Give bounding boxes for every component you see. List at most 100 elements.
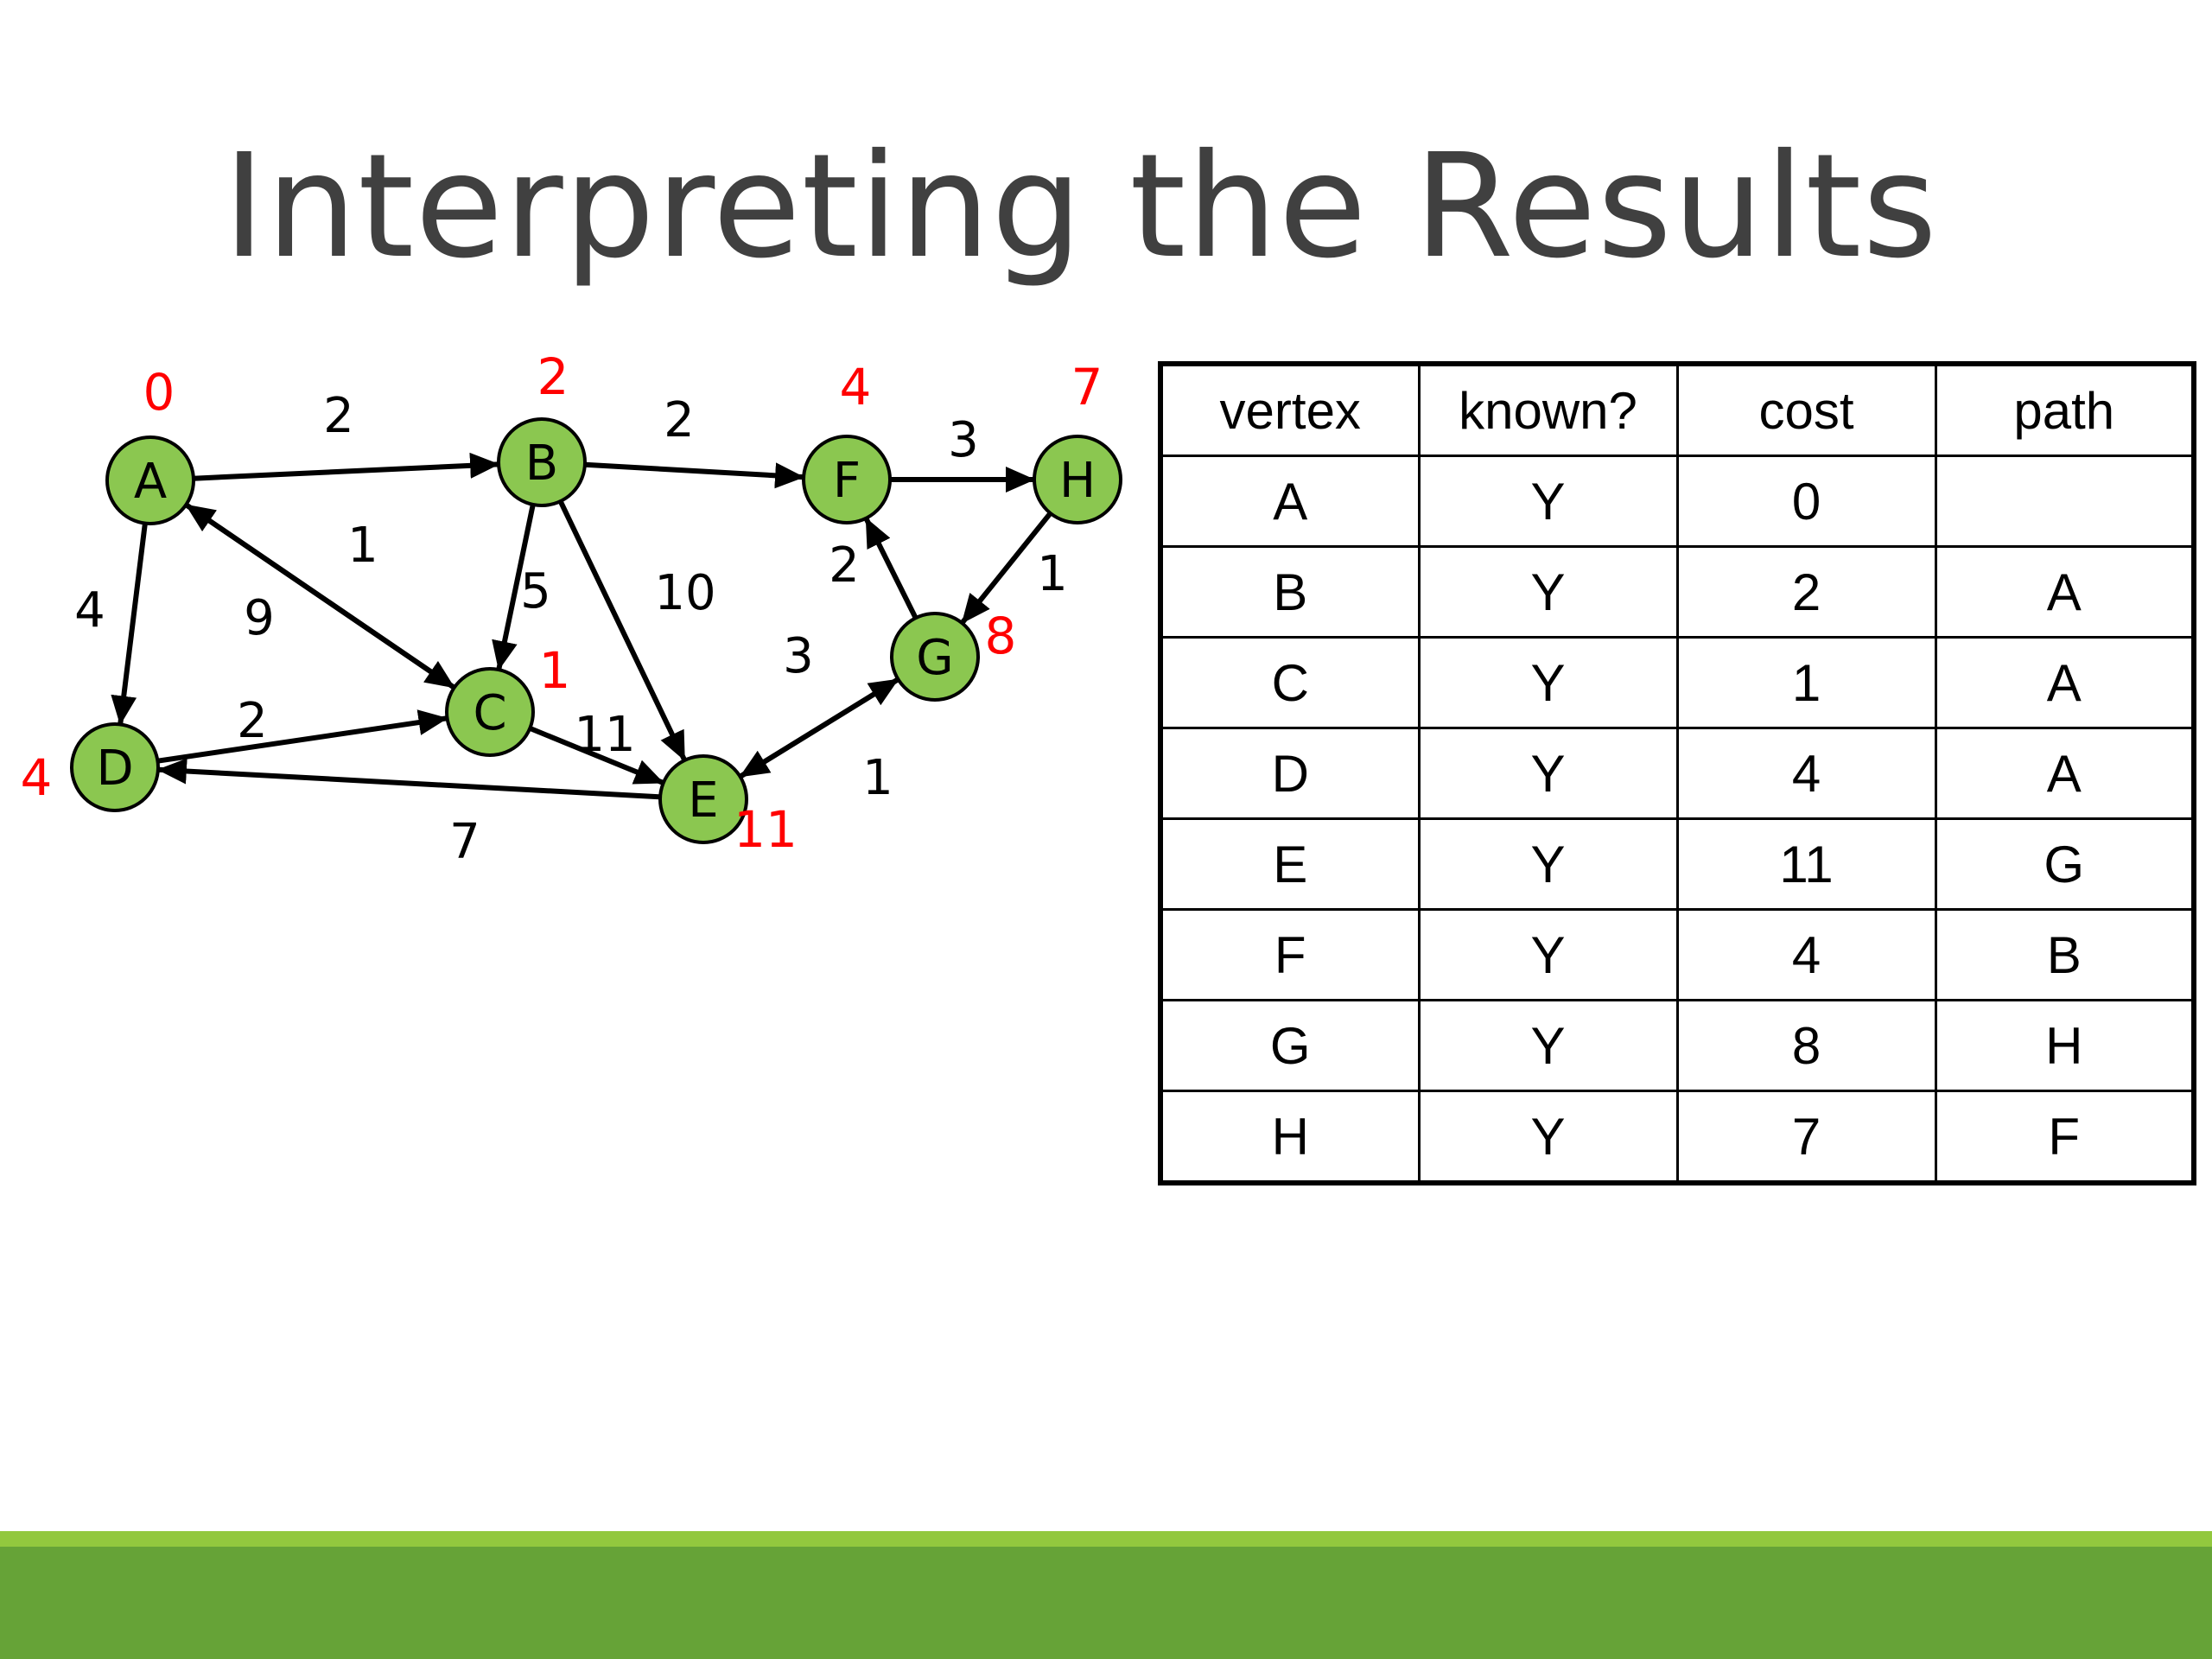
results-table: vertex known? cost path A Y 0 B Y 2 A C … bbox=[1158, 361, 2196, 1185]
edge-b-e bbox=[557, 499, 687, 761]
table-row: F Y 4 B bbox=[1159, 908, 2196, 1001]
node-label: G bbox=[916, 630, 953, 686]
edge-a-d bbox=[111, 523, 148, 726]
cell-known: Y bbox=[1417, 999, 1679, 1092]
cell-path bbox=[1934, 454, 2196, 548]
node-cost-label: 2 bbox=[537, 347, 569, 406]
node-circle bbox=[105, 435, 195, 525]
node-cost-label: 4 bbox=[21, 748, 53, 807]
cell-path: F bbox=[1934, 1090, 2196, 1185]
edge-b-f bbox=[584, 461, 805, 489]
edge-weight-label: 1 bbox=[347, 518, 378, 574]
edge-d-c bbox=[157, 709, 448, 764]
node-cost-label: 7 bbox=[1071, 358, 1103, 416]
node-cost-label: 1 bbox=[539, 641, 571, 700]
edge-weight-label: 2 bbox=[237, 693, 268, 749]
cell-known: Y bbox=[1417, 817, 1679, 911]
footer-accent-stripe bbox=[0, 1531, 2212, 1547]
header-known: known? bbox=[1417, 362, 1679, 457]
table-row: H Y 7 F bbox=[1159, 1090, 2196, 1185]
node-cost-label: 4 bbox=[840, 358, 872, 416]
node-circle bbox=[1033, 435, 1122, 524]
node-label: B bbox=[525, 435, 558, 492]
edge-e-d bbox=[156, 758, 661, 800]
node-cost-label: 0 bbox=[143, 363, 175, 422]
node-c: C1 bbox=[445, 641, 571, 757]
node-circle bbox=[445, 667, 535, 757]
edge-weight-label: 11 bbox=[574, 707, 635, 763]
node-b: B2 bbox=[497, 347, 587, 507]
cell-cost: 2 bbox=[1675, 545, 1937, 639]
edge-weight-label: 9 bbox=[244, 590, 275, 646]
cell-known: Y bbox=[1417, 454, 1679, 548]
node-label: C bbox=[473, 685, 506, 741]
cell-vertex: B bbox=[1159, 545, 1421, 639]
node-circle bbox=[658, 754, 748, 844]
header-path: path bbox=[1934, 362, 2196, 457]
cell-path: G bbox=[1934, 817, 2196, 911]
node-cost-label: 11 bbox=[734, 800, 798, 859]
cell-cost: 4 bbox=[1675, 727, 1937, 820]
node-label: E bbox=[688, 772, 718, 829]
cell-known: Y bbox=[1417, 908, 1679, 1001]
edge-h-g bbox=[960, 512, 1052, 625]
footer-bar bbox=[0, 1547, 2212, 1659]
edge-weight-label: 10 bbox=[654, 565, 715, 621]
node-d: D4 bbox=[21, 722, 160, 812]
header-cost: cost bbox=[1675, 362, 1937, 457]
table-row: C Y 1 A bbox=[1159, 636, 2196, 729]
table-row: E Y 11 G bbox=[1159, 817, 2196, 911]
node-circle bbox=[497, 417, 587, 507]
cell-path: A bbox=[1934, 545, 2196, 639]
edge-c-a bbox=[185, 503, 456, 690]
cell-cost: 11 bbox=[1675, 817, 1937, 911]
edge-b-c bbox=[492, 504, 536, 671]
node-label: H bbox=[1059, 453, 1096, 509]
node-circle bbox=[802, 435, 892, 524]
cell-vertex: D bbox=[1159, 727, 1421, 820]
node-f: F4 bbox=[802, 358, 892, 524]
slide-title: Interpreting the Results bbox=[223, 124, 1938, 290]
edge-weight-label: 3 bbox=[948, 412, 979, 468]
edge-weight-label: 4 bbox=[74, 582, 105, 639]
edge-weight-label: 1 bbox=[862, 750, 893, 806]
edge-weight-label: 5 bbox=[520, 563, 551, 620]
cell-cost: 1 bbox=[1675, 636, 1937, 729]
node-circle bbox=[890, 612, 980, 702]
cell-path: H bbox=[1934, 999, 2196, 1092]
cell-vertex: H bbox=[1159, 1090, 1421, 1185]
cell-path: A bbox=[1934, 727, 2196, 820]
table-row: B Y 2 A bbox=[1159, 545, 2196, 639]
cell-cost: 4 bbox=[1675, 908, 1937, 1001]
node-e: E 11 bbox=[658, 754, 798, 859]
cell-vertex: C bbox=[1159, 636, 1421, 729]
edge-weight-label: 3 bbox=[783, 628, 814, 684]
edge-e-g bbox=[739, 677, 899, 779]
cell-known: Y bbox=[1417, 636, 1679, 729]
node-label: F bbox=[833, 453, 861, 509]
table-row: A Y 0 bbox=[1159, 454, 2196, 548]
edge-weight-label: 1 bbox=[1037, 546, 1068, 602]
edge-weight-label: 2 bbox=[664, 392, 695, 448]
edge-weight-label: 2 bbox=[323, 388, 354, 444]
cell-known: Y bbox=[1417, 545, 1679, 639]
header-vertex: vertex bbox=[1159, 362, 1421, 457]
node-label: D bbox=[96, 741, 133, 797]
edge-weight-label: 7 bbox=[449, 814, 480, 870]
table-header-row: vertex known? cost path bbox=[1159, 362, 2196, 457]
cell-cost: 7 bbox=[1675, 1090, 1937, 1185]
cell-path: A bbox=[1934, 636, 2196, 729]
table-row: D Y 4 A bbox=[1159, 727, 2196, 820]
cell-vertex: F bbox=[1159, 908, 1421, 1001]
node-label: A bbox=[134, 454, 167, 510]
cell-known: Y bbox=[1417, 1090, 1679, 1185]
node-h: H7 bbox=[1033, 358, 1122, 524]
cell-vertex: A bbox=[1159, 454, 1421, 548]
edge-c-e bbox=[529, 726, 664, 785]
node-circle bbox=[70, 722, 160, 812]
table-row: G Y 8 H bbox=[1159, 999, 2196, 1092]
